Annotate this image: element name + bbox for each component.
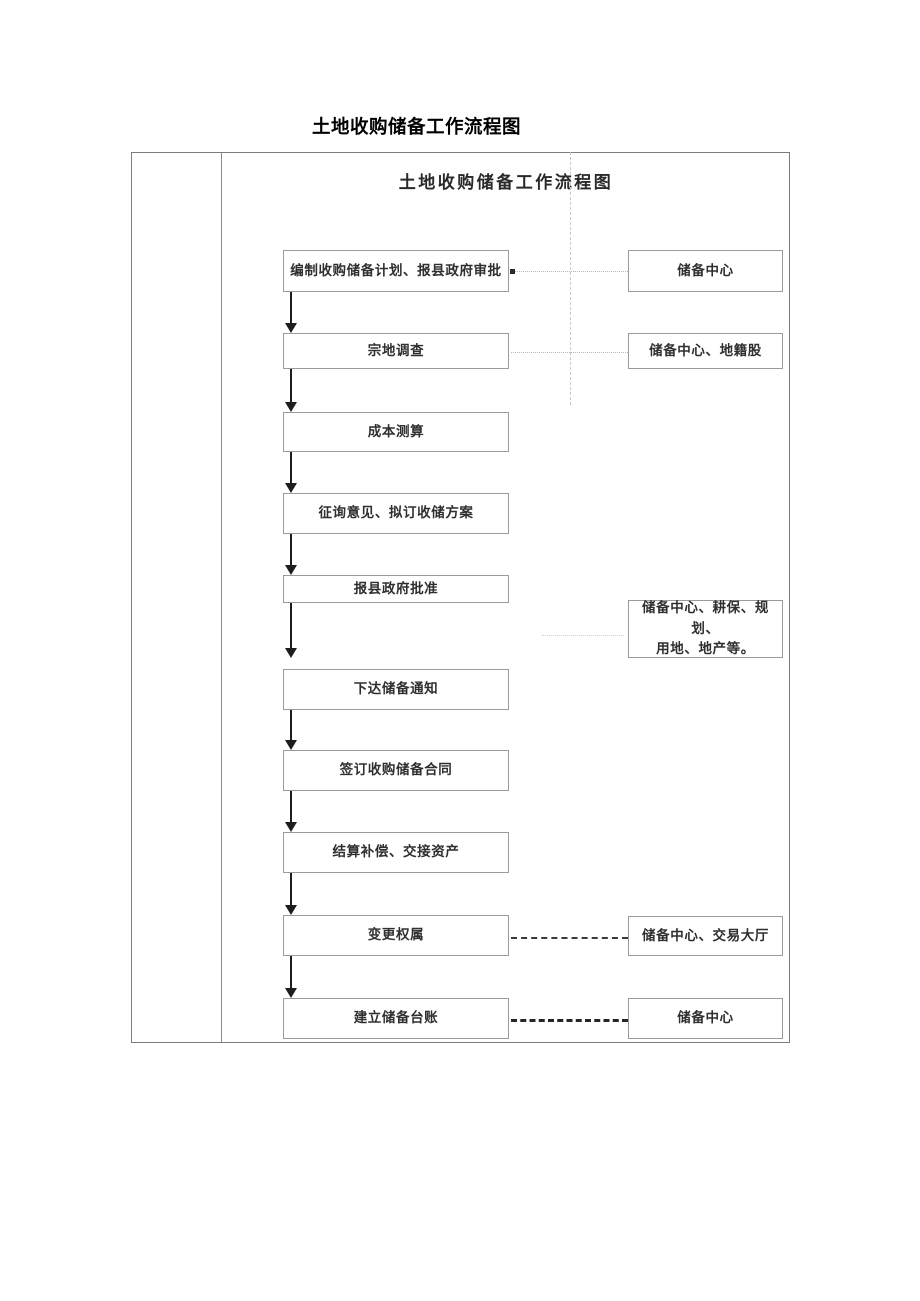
- page-title: 土地收购储备工作流程图: [312, 116, 522, 137]
- link-step1-to-actor1: [510, 269, 628, 274]
- vertical-guide-line: [570, 152, 571, 405]
- flowchart-canvas: 土地收购储备工作流程图 编制收购储备计划、报县政府审批 宗地调查 成本测算 征询…: [222, 152, 790, 1043]
- actor-box-reserve-center-1[interactable]: 储备中心: [628, 250, 783, 292]
- actor-box-reserve-center-2[interactable]: 储备中心: [628, 998, 783, 1039]
- process-step-parcel-survey[interactable]: 宗地调查: [283, 333, 509, 369]
- actor-box-multi-department-line1: 储备中心、耕保、规划、: [642, 599, 769, 636]
- process-step-consult-and-draft-plan[interactable]: 征询意见、拟订收储方案: [283, 493, 509, 534]
- process-step-compile-plan[interactable]: 编制收购储备计划、报县政府审批: [283, 250, 509, 292]
- flowchart-title: 土地收购储备工作流程图: [398, 173, 614, 192]
- process-step-cost-estimation[interactable]: 成本测算: [283, 412, 509, 452]
- process-step-issue-reserve-notice[interactable]: 下达储备通知: [283, 669, 509, 710]
- link-step2-to-actor2: [511, 352, 628, 353]
- link-step10-to-actor5: [511, 1019, 628, 1022]
- actor-box-multi-department-line2: 用地、地产等。: [656, 641, 755, 657]
- actor-box-multi-department[interactable]: 储备中心、耕保、规划、 用地、地产等。: [628, 600, 783, 658]
- link-step9-to-actor4: [511, 937, 628, 939]
- process-step-change-ownership[interactable]: 变更权属: [283, 915, 509, 956]
- process-step-settle-compensation[interactable]: 结算补偿、交接资产: [283, 832, 509, 873]
- process-step-sign-purchase-contract[interactable]: 签订收购储备合同: [283, 750, 509, 791]
- link-to-multi-department-actor: [542, 635, 624, 636]
- actor-box-reserve-center-trading-hall[interactable]: 储备中心、交易大厅: [628, 916, 783, 956]
- actor-box-reserve-center-cadastre[interactable]: 储备中心、地籍股: [628, 333, 783, 369]
- process-step-submit-to-county-government[interactable]: 报县政府批准: [283, 575, 509, 603]
- process-step-establish-ledger[interactable]: 建立储备台账: [283, 998, 509, 1039]
- link-arrow-head-icon: [510, 269, 515, 274]
- table-column-divider: [221, 153, 222, 1042]
